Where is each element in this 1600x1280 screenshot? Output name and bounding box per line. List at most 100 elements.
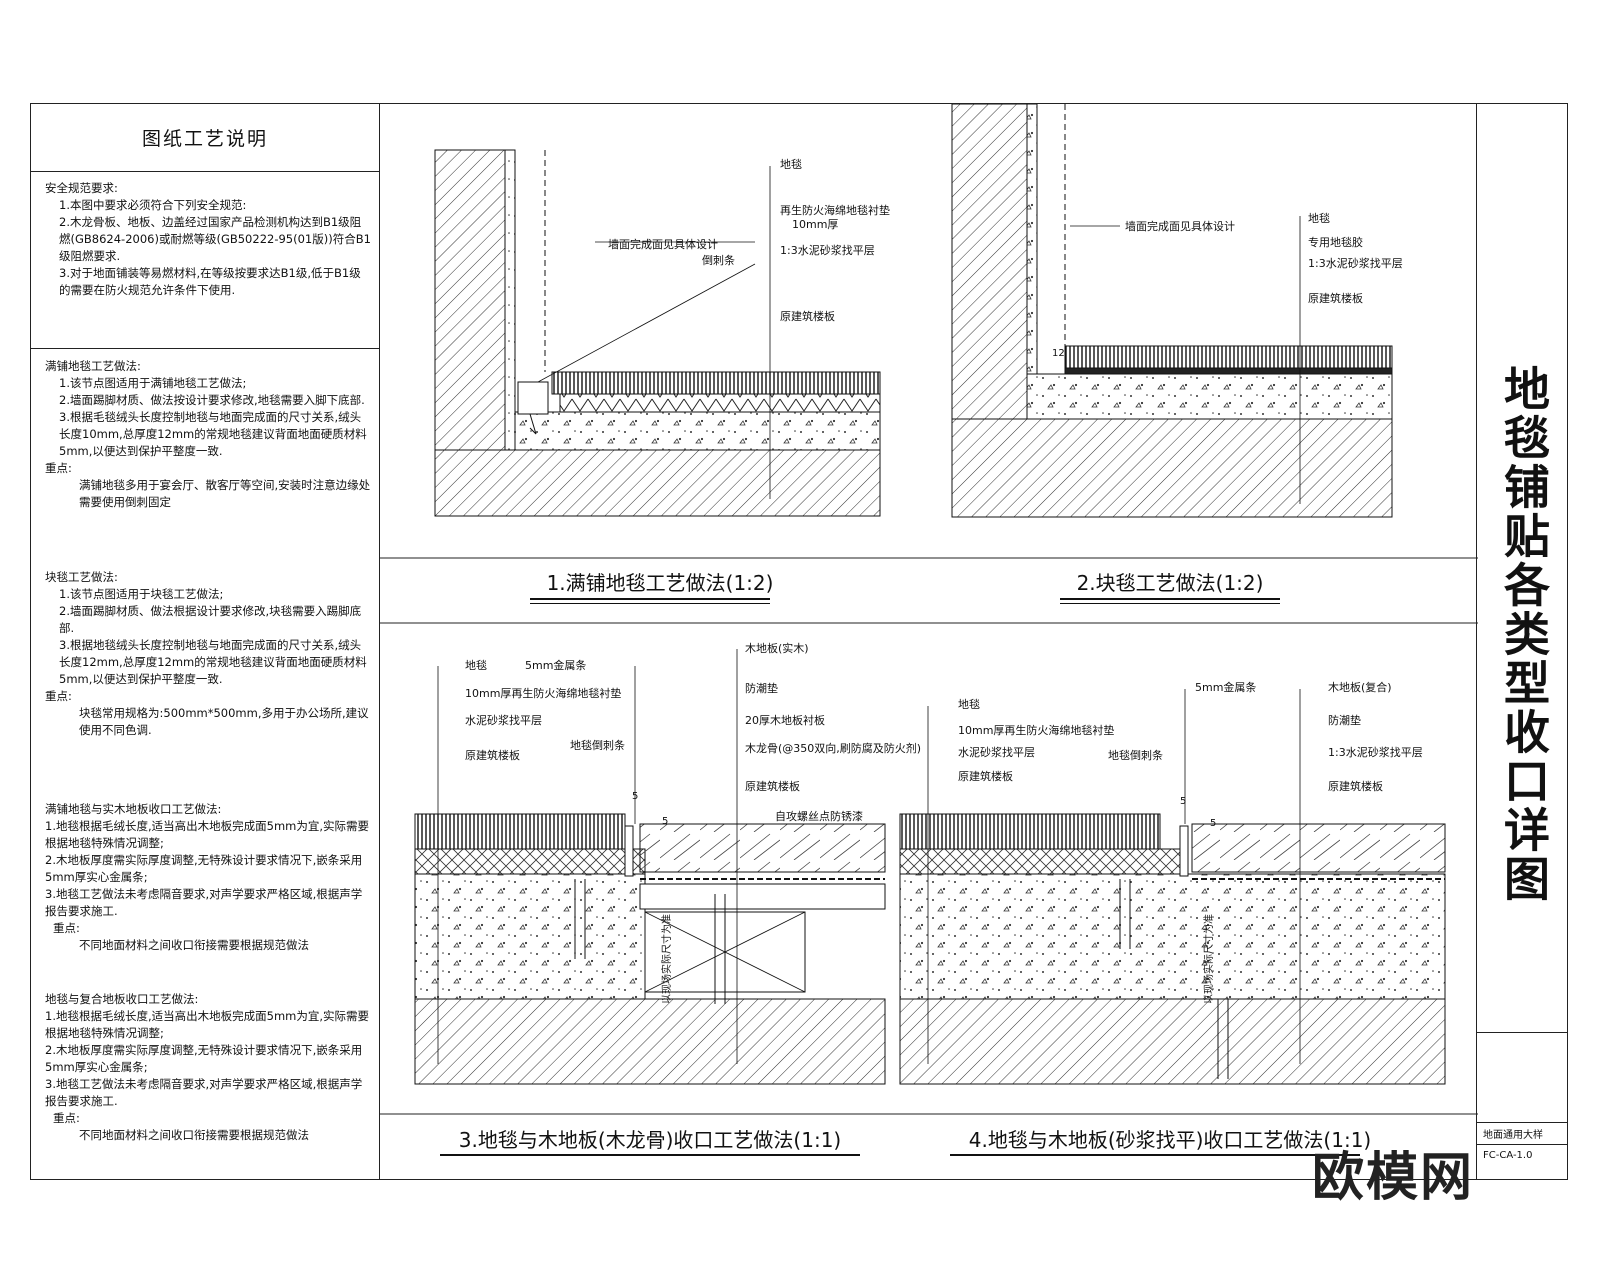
d4-label-left: 水泥砂浆找平层 xyxy=(958,745,1035,759)
d3-label-right: 20厚木地板衬板 xyxy=(745,713,825,727)
block-point: 块毯常用规格为:500mm*500mm,多用于办公场所,建议使用不同色调. xyxy=(79,706,369,737)
watermark-logo: 欧模网 xyxy=(1312,1148,1475,1208)
wood-line: 3.地毯工艺做法未考虑隔音要求,对声学要求严格区域,根据声学报告要求施工. xyxy=(45,887,363,918)
d1-label: 地毯 xyxy=(780,157,802,171)
drawing-3: 地毯 10mm厚再生防火海绵地毯衬垫 水泥砂浆找平层 原建筑楼板 5mm金属条 … xyxy=(414,641,921,1085)
d3-dim: 5 xyxy=(632,791,638,802)
wood-notes: 满铺地毯与实木地板收口工艺做法: 1.地毯根据毛绒长度,适当高出木地板完成面5m… xyxy=(45,801,371,954)
full-carpet-notes: 满铺地毯工艺做法: 1.该节点图适用于满铺地毯工艺做法; 2.墙面踢脚材质、做法… xyxy=(45,358,371,511)
d3-label-left: 地毯 xyxy=(465,658,487,672)
block-line: 3.根据地毯绒头长度控制地毯与地面完成面的尺寸关系,绒头长度12mm,总厚度12… xyxy=(59,638,367,686)
notes-title: 图纸工艺说明 xyxy=(31,104,379,172)
safety-notes: 安全规范要求: 1.本图中要求必须符合下列安全规范: 2.木龙骨板、地板、边盖经… xyxy=(45,180,371,299)
d2-label: 原建筑楼板 xyxy=(1308,291,1363,305)
d1-label: 墙面完成面见具体设计 xyxy=(608,237,718,251)
d1-label: 倒刺条 xyxy=(702,253,735,267)
caption-1: 1.满铺地毯工艺做法(1:2) xyxy=(546,571,774,595)
drawing-area: 地毯 再生防火海绵地毯衬垫 10mm厚 1:3水泥砂浆找平层 原建筑楼板 墙面完… xyxy=(380,104,1478,1179)
title-block-divider xyxy=(1477,1122,1567,1123)
d4-label-left: 10mm厚再生防火海绵地毯衬垫 xyxy=(958,723,1114,737)
d3-label-left: 原建筑楼板 xyxy=(465,748,520,762)
full-point-heading: 重点: xyxy=(45,461,72,475)
caption-underline xyxy=(1060,598,1280,600)
caption-underline xyxy=(440,1154,860,1156)
composite-line: 3.地毯工艺做法未考虑隔音要求,对声学要求严格区域,根据声学报告要求施工. xyxy=(45,1077,363,1108)
d3-vertical-note: 以现场实际尺寸为准 xyxy=(660,914,673,1004)
d4-label-right: 原建筑楼板 xyxy=(1328,779,1383,793)
wood-line: 2.木地板厚度需实际厚度调整,无特殊设计要求情况下,嵌条采用5mm厚实心金属条; xyxy=(45,853,363,884)
detail-drawings: 地毯 再生防火海绵地毯衬垫 10mm厚 1:3水泥砂浆找平层 原建筑楼板 墙面完… xyxy=(380,104,1478,1115)
full-line: 3.根据毛毯绒头长度控制地毯与地面完成面的尺寸关系,绒头长度10mm,总厚度12… xyxy=(59,410,367,458)
safety-heading: 安全规范要求: xyxy=(45,181,118,195)
d1-label: 原建筑楼板 xyxy=(780,309,835,323)
composite-line: 2.木地板厚度需实际厚度调整,无特殊设计要求情况下,嵌条采用5mm厚实心金属条; xyxy=(45,1043,363,1074)
safety-line: 2.木龙骨板、地板、边盖经过国家产品检测机构达到B1级阻燃(GB8624-200… xyxy=(59,215,371,263)
notes-column: 图纸工艺说明 安全规范要求: 1.本图中要求必须符合下列安全规范: 2.木龙骨板… xyxy=(31,104,380,1179)
d3-label-left: 10mm厚再生防火海绵地毯衬垫 xyxy=(465,686,621,700)
d4-label-right: 1:3水泥砂浆找平层 xyxy=(1328,745,1423,759)
d2-label: 1:3水泥砂浆找平层 xyxy=(1308,256,1403,270)
d3-label-right: 木龙骨(@350双向,刷防腐及防火剂) xyxy=(745,741,921,755)
divider xyxy=(31,348,379,349)
d3-label-left: 水泥砂浆找平层 xyxy=(465,713,542,727)
d3-label-left: 5mm金属条 xyxy=(525,658,586,672)
full-point: 满铺地毯多用于宴会厅、散客厅等空间,安装时注意边缘处需要使用倒刺固定 xyxy=(79,478,371,509)
drawing-main-title: 地毯铺贴各类型收口详图 xyxy=(1497,364,1551,904)
wood-heading: 满铺地毯与实木地板收口工艺做法: xyxy=(45,802,222,816)
composite-heading: 地毯与复合地板收口工艺做法: xyxy=(45,992,199,1006)
composite-point: 不同地面材料之间收口衔接需要根据规范做法 xyxy=(79,1128,309,1142)
caption-3: 3.地毯与木地板(木龙骨)收口工艺做法(1:1) xyxy=(458,1128,842,1152)
d3-dim: 5 xyxy=(662,816,668,827)
d3-label-right: 自攻螺丝点防锈漆 xyxy=(775,809,863,823)
d2-label: 墙面完成面见具体设计 xyxy=(1125,219,1235,233)
block-line: 2.墙面踢脚材质、做法根据设计要求修改,块毯需要入踢脚底部. xyxy=(59,604,362,635)
full-heading: 满铺地毯工艺做法: xyxy=(45,359,141,373)
caption-underline xyxy=(950,1154,1360,1156)
d4-dim: 5 xyxy=(1210,818,1216,829)
d1-label: 再生防火海绵地毯衬垫 xyxy=(780,203,890,217)
wood-point-heading: 重点: xyxy=(53,921,80,935)
composite-notes: 地毯与复合地板收口工艺做法: 1.地毯根据毛绒长度,适当高出木地板完成面5mm为… xyxy=(45,991,371,1144)
d4-label-left: 地毯 xyxy=(958,697,980,711)
title-block-divider xyxy=(1477,1144,1567,1145)
block-carpet-notes: 块毯工艺做法: 1.该节点图适用于块毯工艺做法; 2.墙面踢脚材质、做法根据设计… xyxy=(45,569,371,739)
title-block-name: 地面通用大样 xyxy=(1483,1130,1543,1141)
full-line: 2.墙面踢脚材质、做法按设计要求修改,地毯需要入脚下底部. xyxy=(59,393,365,407)
d3-label-left: 地毯倒刺条 xyxy=(570,738,625,752)
d2-label: 专用地毯胶 xyxy=(1308,235,1363,249)
title-column: 地毯铺贴各类型收口详图 地面通用大样 FC-CA-1.0 xyxy=(1476,104,1567,1179)
drawing-1: 地毯 再生防火海绵地毯衬垫 10mm厚 1:3水泥砂浆找平层 原建筑楼板 墙面完… xyxy=(434,149,890,517)
drawing-4: 地毯 10mm厚再生防火海绵地毯衬垫 水泥砂浆找平层 原建筑楼板 地毯倒刺条 5… xyxy=(899,680,1446,1085)
caption-2: 2.块毯工艺做法(1:2) xyxy=(1076,571,1264,595)
wood-line: 1.地毯根据毛绒长度,适当高出木地板完成面5mm为宜,实际需要根据地毯特殊情况调… xyxy=(45,819,370,850)
title-block-code: FC-CA-1.0 xyxy=(1483,1150,1533,1161)
d4-label-right: 木地板(复合) xyxy=(1328,680,1392,694)
caption-underline xyxy=(530,603,770,604)
drawing-2: 墙面完成面见具体设计 地毯 专用地毯胶 1:3水泥砂浆找平层 原建筑楼板 12 xyxy=(951,104,1403,518)
block-point-heading: 重点: xyxy=(45,689,72,703)
drawing-sheet: 图纸工艺说明 安全规范要求: 1.本图中要求必须符合下列安全规范: 2.木龙骨板… xyxy=(30,103,1568,1180)
composite-point-heading: 重点: xyxy=(53,1111,80,1125)
d4-label-right: 防潮垫 xyxy=(1328,713,1361,727)
safety-line: 3.对于地面铺装等易燃材料,在等级按要求达B1级,低于B1级的需要在防火规范允许… xyxy=(59,266,361,297)
d4-vertical-note: 以现场实际尺寸为准 xyxy=(1202,914,1215,1004)
d3-label-right: 原建筑楼板 xyxy=(745,779,800,793)
caption-underline xyxy=(530,598,770,600)
block-line: 1.该节点图适用于块毯工艺做法; xyxy=(59,587,224,601)
caption-4: 4.地毯与木地板(砂浆找平)收口工艺做法(1:1) xyxy=(968,1128,1372,1152)
d3-label-right: 防潮垫 xyxy=(745,681,778,695)
d4-label-left: 原建筑楼板 xyxy=(958,769,1013,783)
title-block-divider xyxy=(1477,1032,1567,1033)
d3-label-right: 木地板(实木) xyxy=(745,641,809,655)
d4-dim: 5 xyxy=(1180,796,1186,807)
caption-underline xyxy=(1060,603,1280,604)
composite-line: 1.地毯根据毛绒长度,适当高出木地板完成面5mm为宜,实际需要根据地毯特殊情况调… xyxy=(45,1009,370,1040)
d2-label: 地毯 xyxy=(1308,211,1330,225)
d4-label-right: 5mm金属条 xyxy=(1195,680,1256,694)
safety-line: 1.本图中要求必须符合下列安全规范: xyxy=(59,198,247,212)
full-line: 1.该节点图适用于满铺地毯工艺做法; xyxy=(59,376,247,390)
d1-label: 10mm厚 xyxy=(792,218,838,231)
d1-label: 1:3水泥砂浆找平层 xyxy=(780,243,875,257)
d2-label: 12 xyxy=(1052,348,1065,359)
block-heading: 块毯工艺做法: xyxy=(45,570,118,584)
